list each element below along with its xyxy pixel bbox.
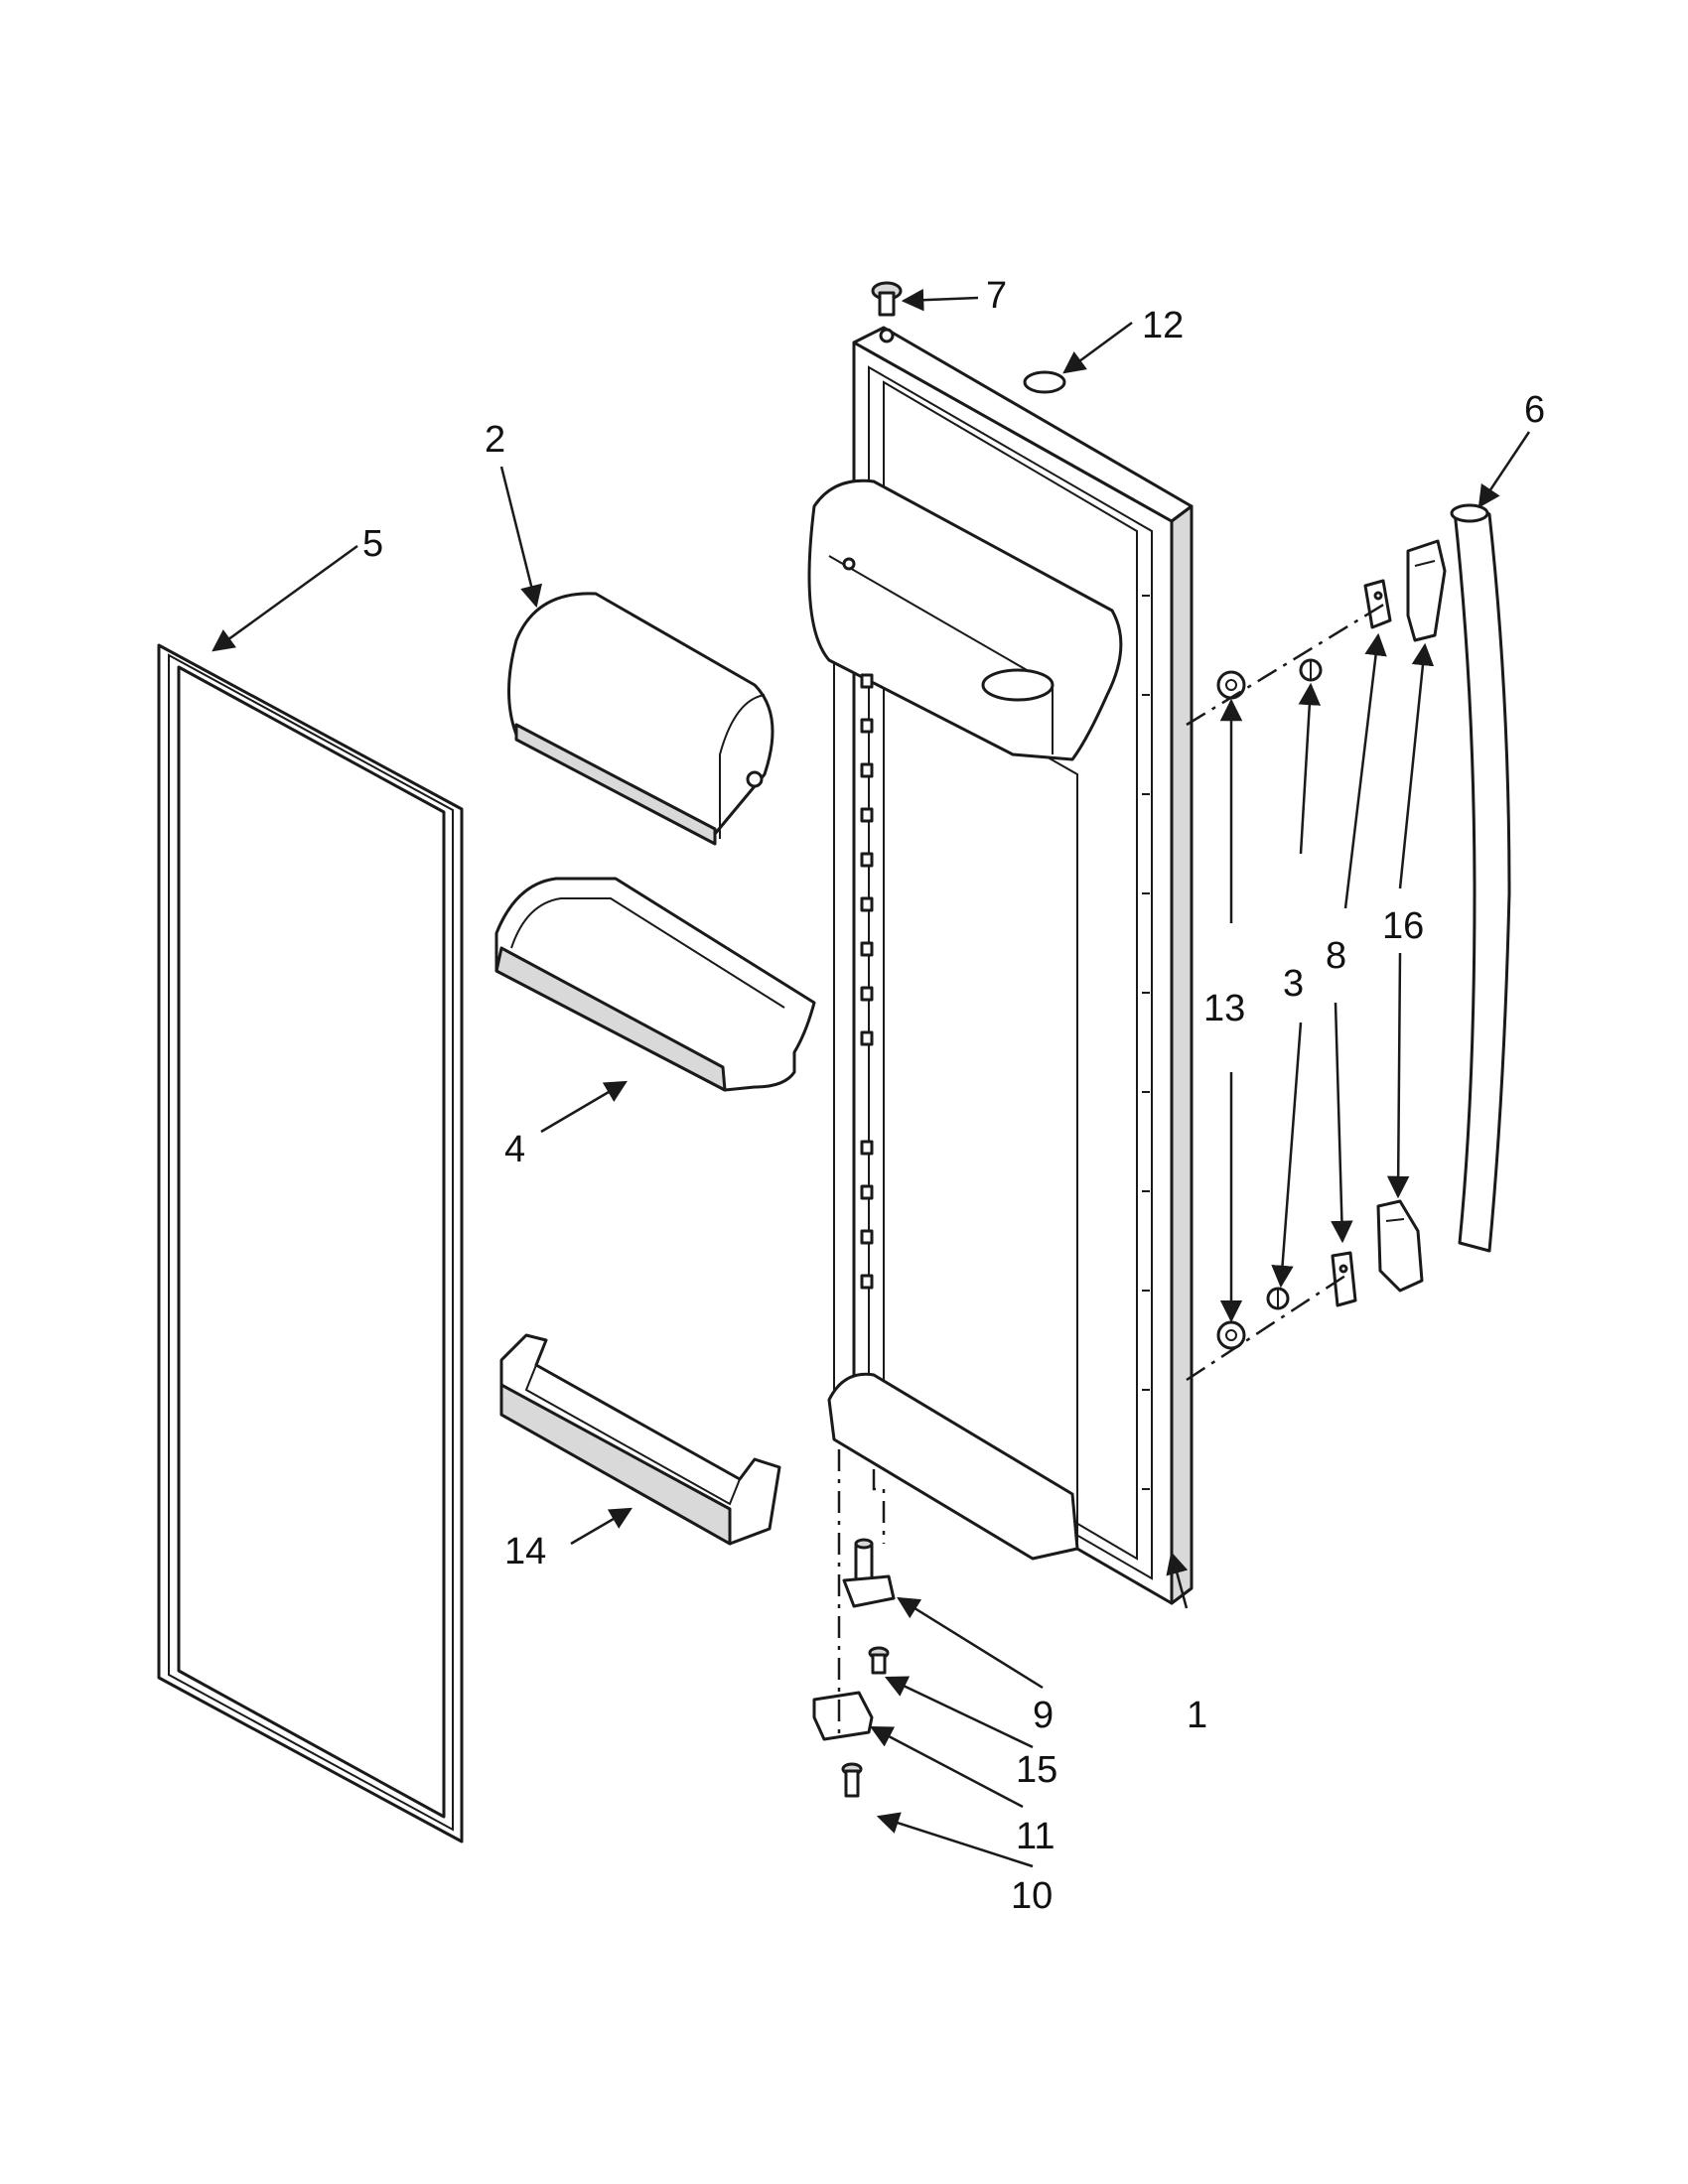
handle-bracket-upper (1363, 579, 1392, 629)
handle-endcap-lower (1376, 1199, 1424, 1293)
top-hinge-pin-part (871, 281, 903, 317)
handle-part (1450, 503, 1511, 1253)
callout-labels: 1 2 3 4 5 6 7 8 9 10 11 12 13 14 15 16 (362, 275, 1545, 1917)
handle-endcap-upper (1406, 539, 1447, 642)
callout-6: 6 (1524, 389, 1545, 431)
callout-12: 12 (1142, 305, 1184, 346)
door-part (807, 326, 1194, 1605)
hinge-screw-part (841, 1762, 863, 1798)
callout-15: 15 (1016, 1749, 1057, 1791)
callout-7: 7 (986, 275, 1007, 317)
screw-upper (1299, 658, 1323, 682)
callout-14: 14 (504, 1531, 546, 1572)
callout-13: 13 (1203, 988, 1245, 1029)
gasket-part (157, 643, 464, 1843)
callout-5: 5 (362, 523, 383, 565)
door-rail-teeth (1142, 595, 1150, 1490)
callout-3: 3 (1283, 963, 1304, 1005)
screw-lower (1266, 1287, 1290, 1310)
lower-hinge-part (842, 1538, 896, 1608)
callout-4: 4 (504, 1129, 525, 1170)
hinge-screw-small-part (868, 1646, 890, 1675)
door-pegs-left (860, 673, 874, 1290)
crisper-bin-part (507, 592, 774, 846)
callout-1: 1 (1187, 1695, 1207, 1736)
o-ring-part (1023, 370, 1066, 394)
callout-10: 10 (1011, 1875, 1053, 1917)
handle-bracket-lower (1331, 1251, 1357, 1307)
small-shelf-part (499, 1333, 781, 1546)
leader-lines (211, 288, 1531, 1868)
callout-8: 8 (1326, 935, 1346, 977)
plug-button-lower (1216, 1320, 1246, 1350)
alignment-lines (837, 599, 1391, 1737)
callout-2: 2 (485, 419, 505, 461)
callout-16: 16 (1382, 905, 1424, 947)
callout-9: 9 (1033, 1695, 1054, 1736)
hinge-block-part (812, 1691, 874, 1741)
callout-11: 11 (1016, 1816, 1055, 1857)
door-bin-part (494, 877, 816, 1092)
plug-button-upper (1216, 670, 1246, 700)
